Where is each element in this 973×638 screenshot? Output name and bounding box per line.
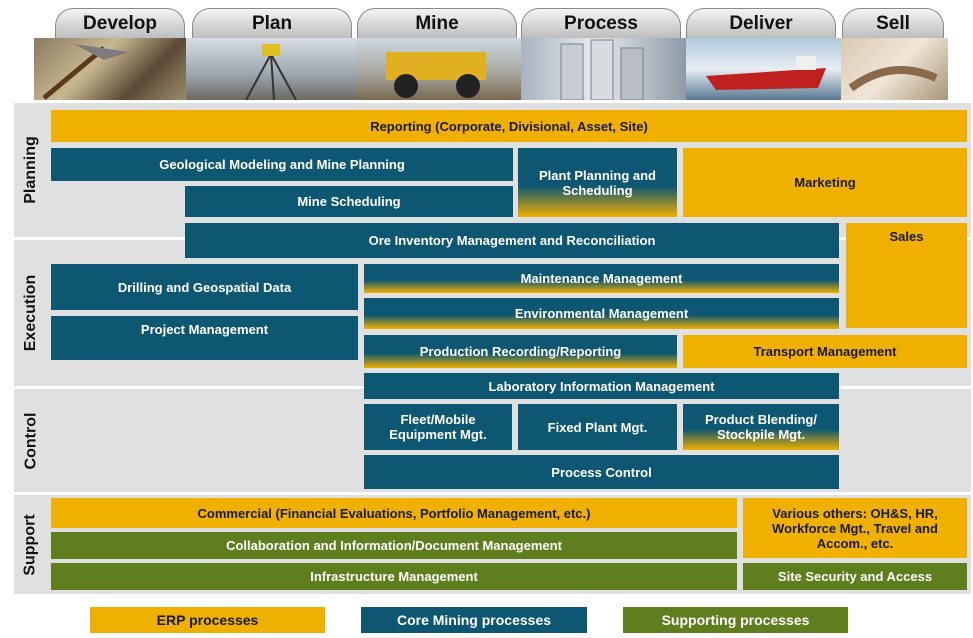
sell-photo (841, 38, 948, 100)
process-photo (521, 38, 686, 100)
process-control-box: Process Control (364, 455, 839, 489)
infrastructure-box: Infrastructure Management (51, 563, 737, 590)
legend-supporting: Supporting processes (623, 607, 848, 633)
plan-photo (186, 38, 356, 100)
fleet-box: Fleet/Mobile Equipment Mgt. (364, 404, 512, 450)
tab-deliver: Deliver (686, 8, 836, 38)
row-label-control: Control (22, 412, 39, 469)
maintenance-box: Maintenance Management (364, 264, 839, 293)
geological-modeling-box: Geological Modeling and Mine Planning (51, 148, 513, 181)
drilling-box: Drilling and Geospatial Data (51, 264, 358, 310)
handshake-icon (848, 66, 938, 92)
site-security-box: Site Security and Access (743, 563, 967, 590)
tab-mine: Mine (357, 8, 517, 38)
tab-plan: Plan (192, 8, 352, 38)
environmental-box: Environmental Management (364, 298, 839, 329)
transport-box: Transport Management (683, 335, 967, 368)
plant-planning-box: Plant Planning and Scheduling (518, 148, 677, 217)
mine-scheduling-box: Mine Scheduling (185, 186, 513, 217)
survey-tripod-icon (245, 44, 297, 100)
fixed-plant-box: Fixed Plant Mgt. (518, 404, 677, 450)
develop-photo (34, 38, 186, 100)
marketing-box: Marketing (683, 148, 967, 217)
row-label-support: Support (22, 513, 40, 576)
product-blending-box: Product Blending/ Stockpile Mgt. (683, 404, 839, 450)
various-others-box: Various others: OH&S, HR, Workforce Mgt.… (743, 498, 967, 558)
tab-develop: Develop (55, 8, 185, 38)
commercial-box: Commercial (Financial Evaluations, Portf… (51, 498, 737, 528)
production-recording-box: Production Recording/Reporting (364, 335, 677, 368)
tab-sell: Sell (842, 8, 944, 38)
sales-box: Sales (846, 223, 967, 328)
ore-inventory-box: Ore Inventory Management and Reconciliat… (185, 223, 839, 258)
tab-process: Process (521, 8, 681, 38)
legend-erp: ERP processes (90, 607, 325, 633)
row-label-execution: Execution (22, 274, 39, 352)
deliver-photo (686, 38, 841, 100)
row-label-planning: Planning (22, 136, 39, 204)
legend-core-mining: Core Mining processes (361, 607, 587, 633)
haul-truck-icon (386, 52, 486, 98)
silo-icon (560, 39, 644, 100)
project-management-box: Project Management (51, 316, 358, 360)
laboratory-box: Laboratory Information Management (364, 373, 839, 399)
ship-icon (706, 56, 826, 90)
pickaxe-icon (42, 44, 129, 100)
reporting-box: Reporting (Corporate, Divisional, Asset,… (51, 110, 967, 142)
mine-photo (356, 38, 521, 100)
collaboration-box: Collaboration and Information/Document M… (51, 532, 737, 559)
